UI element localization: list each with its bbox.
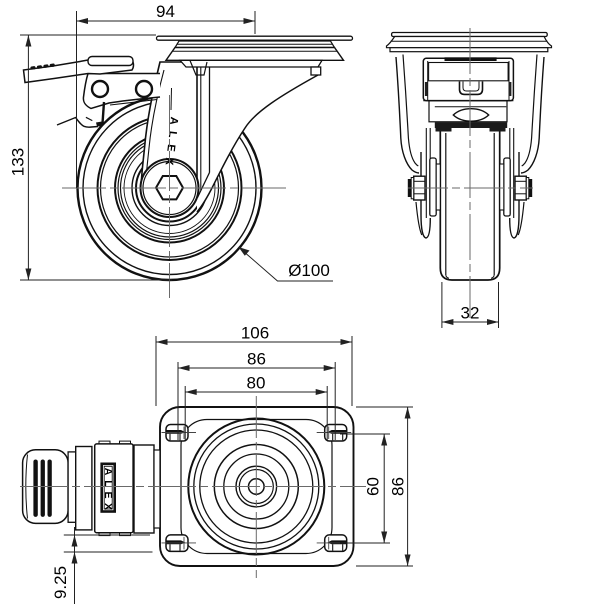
svg-text:80: 80 bbox=[247, 374, 266, 393]
svg-text:E: E bbox=[164, 144, 177, 153]
svg-text:X: X bbox=[163, 157, 176, 166]
svg-text:32: 32 bbox=[461, 304, 480, 323]
svg-text:L: L bbox=[102, 480, 114, 487]
svg-text:A: A bbox=[102, 468, 114, 476]
svg-text:9.25: 9.25 bbox=[51, 566, 70, 599]
svg-text:133: 133 bbox=[9, 148, 28, 176]
svg-text:60: 60 bbox=[363, 477, 382, 496]
svg-text:86: 86 bbox=[247, 350, 266, 369]
svg-text:L: L bbox=[166, 130, 179, 138]
svg-text:A: A bbox=[167, 116, 180, 125]
svg-text:86: 86 bbox=[389, 477, 408, 496]
svg-text:E: E bbox=[102, 491, 114, 498]
svg-text:94: 94 bbox=[156, 2, 175, 21]
svg-text:Ø100: Ø100 bbox=[288, 261, 330, 280]
svg-text:X: X bbox=[102, 503, 114, 510]
svg-text:106: 106 bbox=[241, 324, 269, 343]
